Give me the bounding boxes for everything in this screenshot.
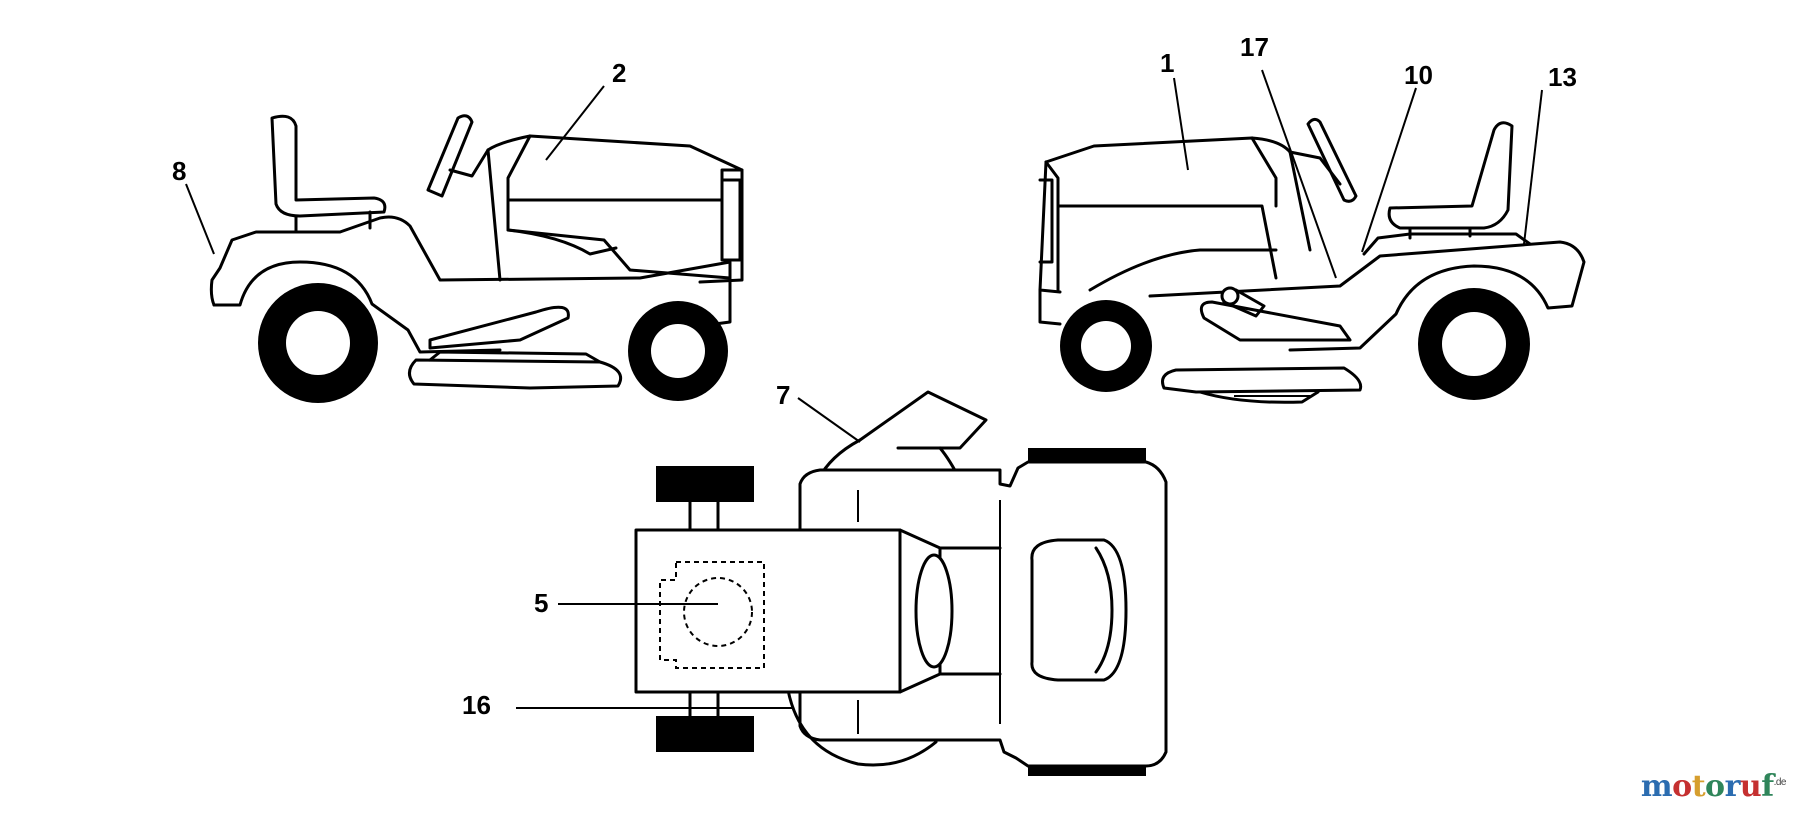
watermark-suffix: .de	[1773, 777, 1787, 788]
tractor-right-side-view	[1038, 117, 1586, 404]
callout-17: 17	[1240, 32, 1269, 62]
watermark-letter: r	[1724, 769, 1741, 804]
callout-1: 1	[1160, 48, 1174, 78]
motoruf-watermark-logo: motoruf.de	[1640, 769, 1787, 804]
callout-5: 5	[534, 588, 548, 618]
tractor-top-view	[634, 390, 1168, 776]
callout-leaders	[185, 69, 1543, 709]
watermark-letter: m	[1640, 769, 1673, 804]
watermark-letter: f	[1761, 769, 1774, 804]
watermark-letter: o	[1672, 769, 1692, 804]
callout-7: 7	[776, 380, 790, 410]
watermark-letter: o	[1705, 769, 1725, 804]
callout-13: 13	[1548, 62, 1577, 92]
tractor-left-side-view	[209, 114, 744, 403]
callout-16: 16	[462, 690, 491, 720]
callout-8: 8	[172, 156, 186, 186]
callout-2: 2	[612, 58, 626, 88]
watermark-letter: u	[1739, 769, 1762, 804]
callout-labels: 2 1 17 10 13 8 7 5 16	[172, 32, 1577, 720]
callout-10: 10	[1404, 60, 1433, 90]
watermark-letter: t	[1691, 769, 1706, 804]
